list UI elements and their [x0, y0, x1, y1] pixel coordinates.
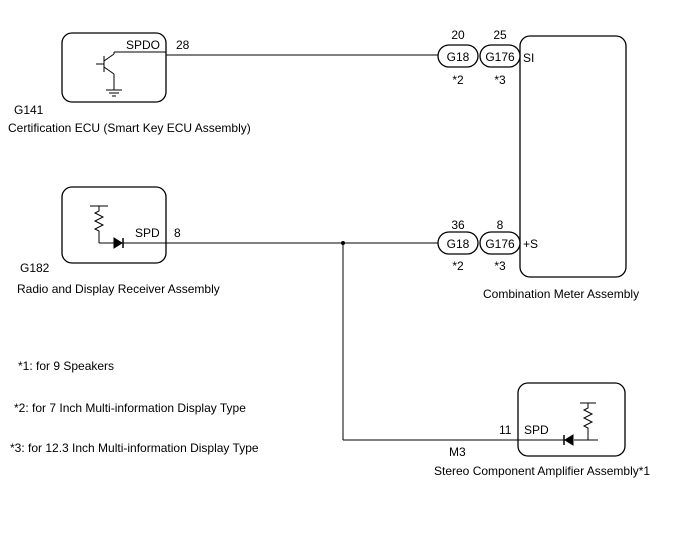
connector-g176-bottom-label: G176	[485, 237, 515, 251]
certification-ecu-box	[61, 32, 167, 103]
combination-meter-pin-plus-s: +S	[523, 237, 538, 251]
ground-icon	[106, 89, 122, 97]
combination-meter-name: Combination Meter Assembly	[483, 287, 639, 301]
wires	[120, 51, 564, 441]
footnote-3: *3: for 12.3 Inch Multi-information Disp…	[10, 441, 259, 455]
top-connectors: G18 G176 20 25 *2 *3	[437, 28, 521, 87]
connector-g18-bottom-pin: 36	[451, 218, 465, 232]
connector-g176-top-label: G176	[485, 50, 515, 64]
radio-receiver-box	[61, 186, 167, 264]
connector-g18-top	[437, 44, 479, 68]
connector-g18-top-note: *2	[452, 73, 464, 87]
connector-g18-bottom	[437, 231, 479, 255]
certification-ecu-pin-number: 28	[176, 38, 190, 52]
radio-receiver-name: Radio and Display Receiver Assembly	[17, 282, 220, 296]
diode-icon	[113, 237, 124, 249]
amplifier-code: M3	[449, 445, 466, 459]
connector-g18-top-pin: 20	[451, 28, 465, 42]
certification-ecu-code: G141	[14, 103, 44, 117]
footnote-1: *1: for 9 Speakers	[18, 359, 114, 373]
certification-ecu-name: Certification ECU (Smart Key ECU Assembl…	[8, 121, 251, 135]
footnotes: *1: for 9 Speakers *2: for 7 Inch Multi-…	[10, 359, 259, 455]
resistor-icon	[574, 402, 598, 441]
amplifier-pin-number: 11	[499, 423, 512, 437]
connector-g176-top-pin: 25	[493, 28, 507, 42]
connector-g176-bottom-pin: 8	[497, 218, 504, 232]
connector-g176-bottom	[479, 231, 521, 255]
diode-icon	[563, 434, 574, 446]
splice-point	[341, 241, 345, 245]
bottom-connectors: G18 G176 36 8 *2 *3	[437, 218, 521, 273]
amplifier-box	[517, 382, 626, 457]
combination-meter-box	[519, 35, 627, 278]
radio-receiver-pin-name: SPD	[135, 226, 160, 240]
connector-g18-bottom-label: G18	[447, 237, 470, 251]
resistor-icon	[90, 205, 114, 244]
certification-ecu-pin-name: SPDO	[126, 38, 160, 52]
connector-g176-top-note: *3	[494, 73, 506, 87]
radio-receiver-code: G182	[20, 261, 50, 275]
amplifier-name: Stereo Component Amplifier Assembly*1	[434, 464, 650, 478]
connector-g176-top	[479, 44, 521, 68]
combination-meter-component: SI +S Combination Meter Assembly	[483, 35, 639, 301]
amplifier-component: SPD 11 M3 Stereo Component Amplifier Ass…	[434, 382, 650, 478]
connector-g18-top-label: G18	[447, 50, 470, 64]
transistor-icon	[96, 51, 120, 90]
radio-receiver-pin-number: 8	[174, 226, 181, 240]
certification-ecu-component: SPDO 28 G141 Certification ECU (Smart Ke…	[8, 32, 251, 135]
footnote-2: *2: for 7 Inch Multi-information Display…	[14, 401, 246, 415]
connector-g176-bottom-note: *3	[494, 259, 506, 273]
amplifier-pin-name: SPD	[524, 423, 549, 437]
connector-g18-bottom-note: *2	[452, 259, 464, 273]
radio-receiver-component: SPD 8 G182 Radio and Display Receiver As…	[17, 186, 220, 296]
combination-meter-pin-si: SI	[523, 51, 534, 65]
